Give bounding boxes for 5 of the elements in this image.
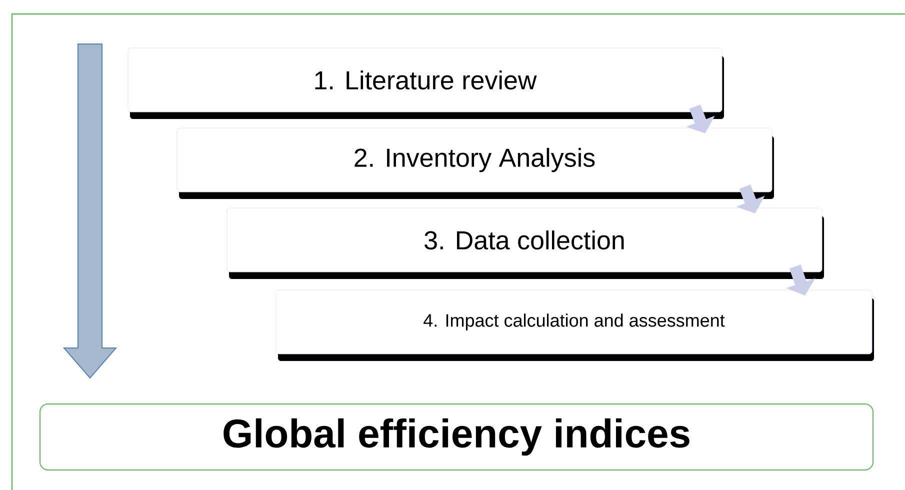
- step-box: 4. Impact calculation and assessment: [276, 290, 874, 361]
- step-box: 3. Data collection: [226, 208, 824, 279]
- result-box: Global efficiency indices: [40, 404, 874, 470]
- step-box: 1. Literature review: [128, 48, 724, 119]
- step-box: 2. Inventory Analysis: [176, 128, 774, 199]
